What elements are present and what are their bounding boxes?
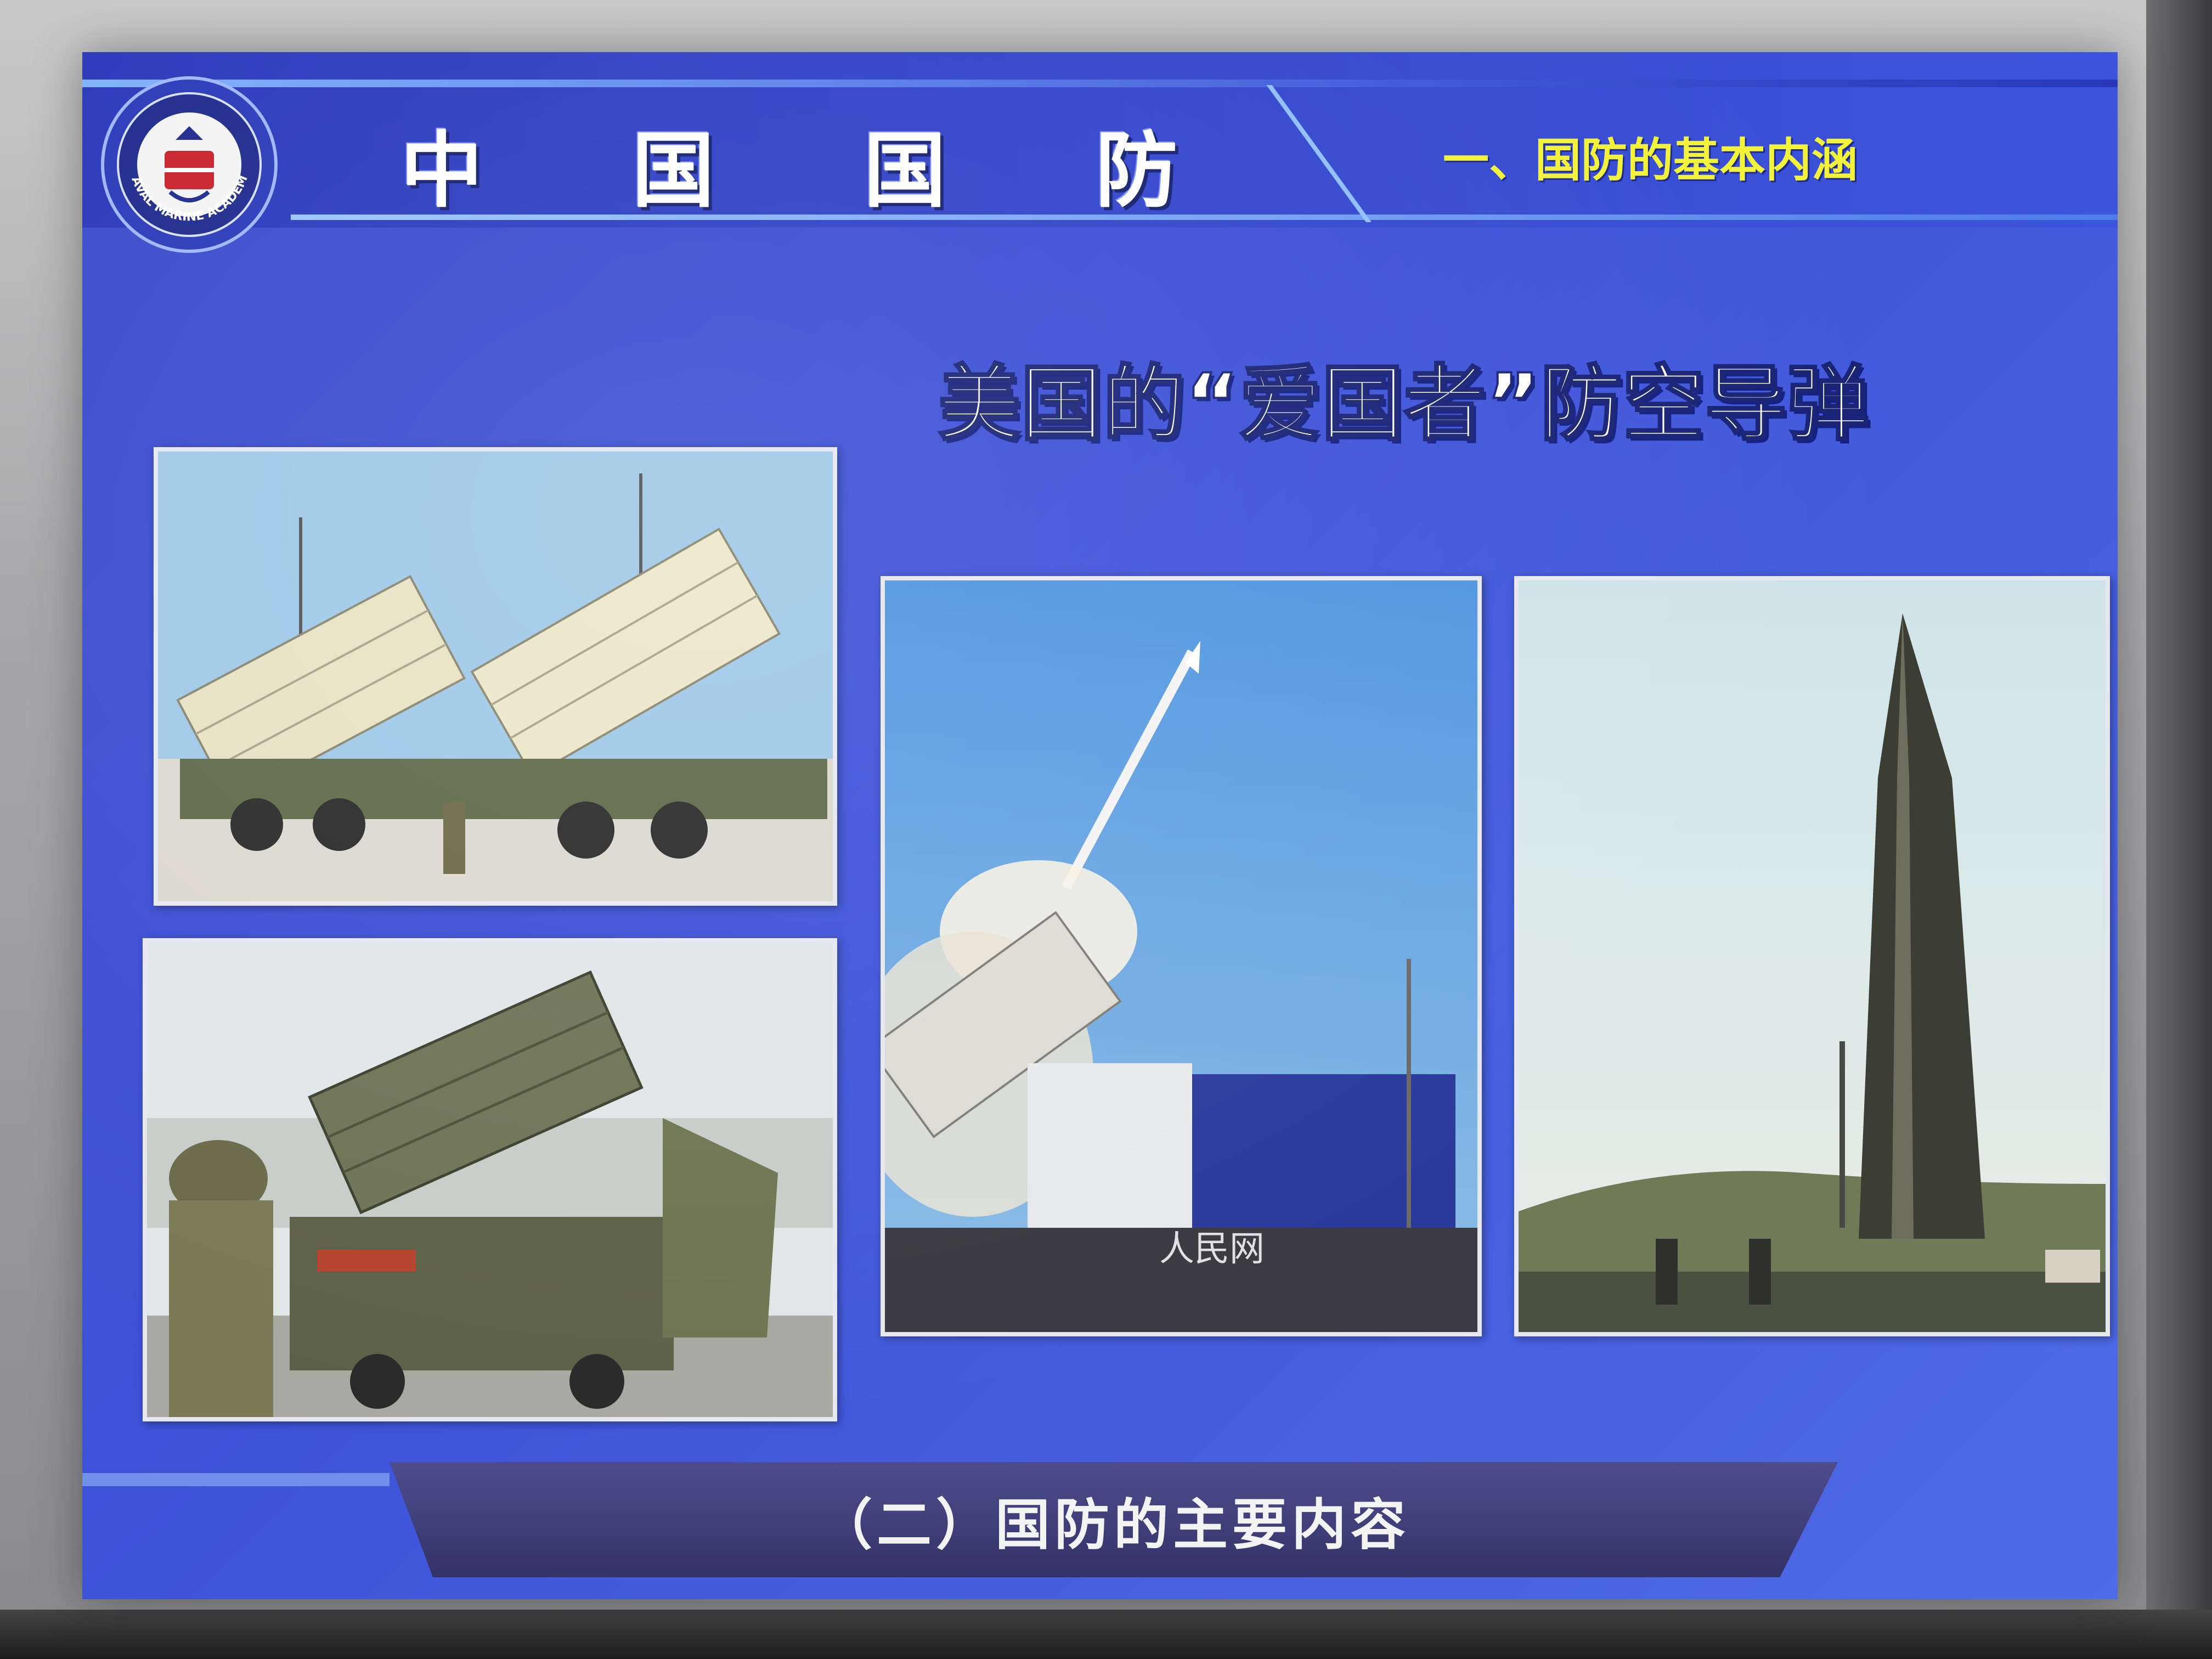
photo-upright-missile (1514, 576, 2110, 1336)
photo-watermark: 人民网 (1159, 1229, 1265, 1269)
footer-accent-bar (82, 1473, 390, 1486)
missile-heading: 美国的“爱国者”防空导弹 (937, 356, 1870, 453)
projected-slide: NAVAL MARINE ACADEMY 中 国 国 防 一、国防的基本内涵 美… (82, 52, 2118, 1599)
header-underline (291, 215, 2118, 220)
photo-patriot-launchers (154, 447, 837, 906)
academy-emblem-logo: NAVAL MARINE ACADEMY (94, 64, 280, 255)
room-wall-edge (2146, 0, 2212, 1659)
header-accent-line (82, 80, 2118, 87)
section-label: 一、国防的基本内涵 (1443, 133, 1858, 187)
footer-subtitle: （二）国防的主要内容 (817, 1492, 1410, 1557)
photo-launcher-with-soldier (143, 938, 837, 1421)
room-floor-edge (0, 1610, 2212, 1659)
photo-missile-launch: 人民网 (881, 576, 1482, 1336)
footer-band: （二）国防的主要内容 (390, 1462, 1838, 1577)
slide-title: 中 国 国 防 (400, 123, 1238, 219)
